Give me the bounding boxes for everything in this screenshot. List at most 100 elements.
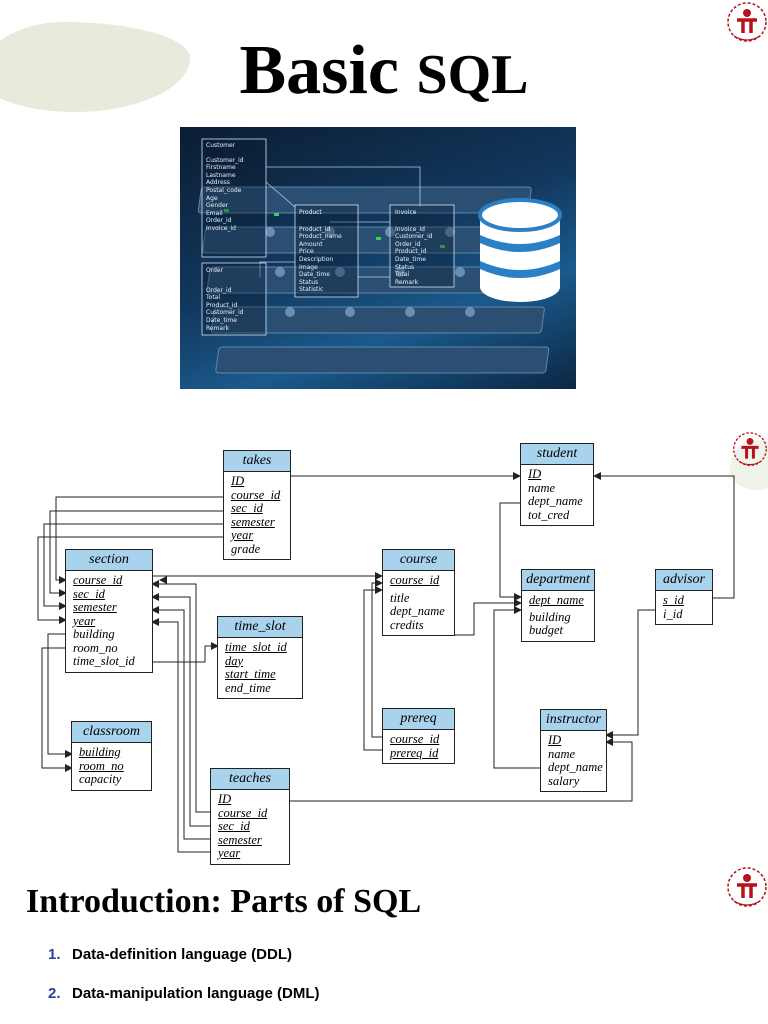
product-field: Price xyxy=(299,248,314,256)
invoice-field: Date_time xyxy=(395,255,426,263)
invoice-field: Invoice_id xyxy=(395,225,425,233)
entity-field: end_time xyxy=(225,680,271,695)
entity-department: department dept_name building budget xyxy=(521,569,595,642)
entity-field: tot_cred xyxy=(528,507,570,522)
customer-field: Order_id xyxy=(206,217,232,225)
product-field: Statistic xyxy=(299,286,324,294)
list-number: 2. xyxy=(48,985,61,1002)
entity-advisor: advisor s_id i_id xyxy=(655,569,713,625)
product-title: Product xyxy=(299,209,322,216)
entity-field: capacity xyxy=(79,772,122,786)
order-field: Total xyxy=(206,294,221,302)
entity-title: section xyxy=(66,550,152,571)
entity-field: semester xyxy=(231,514,275,529)
entity-prereq: prereq course_id prereq_id xyxy=(382,708,455,764)
entity-field: building xyxy=(73,627,115,641)
entity-field: year xyxy=(231,528,254,542)
entity-field: name xyxy=(548,746,576,761)
entity-field: room_no xyxy=(73,640,118,655)
entity-student: student ID name dept_name tot_cred xyxy=(520,443,594,526)
entity-field: course_id xyxy=(218,805,268,820)
page-title: Basic SQL xyxy=(0,28,768,118)
entity-time-slot: time_slot time_slot_id day start_time en… xyxy=(217,616,303,699)
order-field: Remark xyxy=(206,324,230,332)
list-text: Data-definition language (DDL) xyxy=(72,946,292,963)
database-illustration: Customer Customer_id Firstname Lastname … xyxy=(180,127,576,389)
entity-field: day xyxy=(225,653,244,668)
invoice-field: Product_id xyxy=(395,248,427,256)
invoice-field: Status xyxy=(395,263,415,271)
entity-field: salary xyxy=(548,773,580,788)
entity-field: course_id xyxy=(231,487,281,502)
customer-field: Lastname xyxy=(206,171,236,179)
product-field: Image xyxy=(299,263,318,271)
entity-field: time_slot_id xyxy=(225,640,287,654)
entity-field: building xyxy=(79,745,121,759)
invoice-field: Customer_id xyxy=(395,233,433,241)
list-number: 1. xyxy=(48,946,61,963)
entity-field: i_id xyxy=(663,606,683,621)
entity-field: year xyxy=(218,846,241,860)
entity-field: ID xyxy=(548,733,562,747)
product-field: Status xyxy=(299,278,319,286)
entity-field: ID xyxy=(218,792,232,806)
entity-title: course xyxy=(383,550,454,571)
customer-field: Postal_code xyxy=(206,186,242,194)
order-table-label: Order Order_id Total Product_id Customer… xyxy=(206,267,244,332)
entity-field: prereq_id xyxy=(390,745,439,760)
entity-field: title xyxy=(390,590,410,605)
invoice-field: Total xyxy=(395,271,410,279)
entity-field: dept_name xyxy=(390,604,445,618)
entity-title: classroom xyxy=(72,722,151,743)
entity-instructor: instructor ID name dept_name salary xyxy=(540,709,607,792)
entity-title: teaches xyxy=(211,769,289,790)
invoice-field: Order_id xyxy=(395,240,421,248)
entity-course: course course_id title dept_name credits xyxy=(382,549,455,636)
entity-takes: takes ID course_id sec_id semester year … xyxy=(223,450,291,560)
customer-field: Age xyxy=(206,194,218,202)
entity-title: time_slot xyxy=(218,617,302,638)
schema-diagram-connectors xyxy=(37,472,735,853)
entity-field: sec_id xyxy=(218,819,250,833)
invoice-table-label: Invoice Invoice_id Customer_id Order_id … xyxy=(395,209,433,286)
product-field: Amount xyxy=(299,240,323,248)
invoice-field: Remark xyxy=(395,278,419,286)
order-field: Customer_id xyxy=(206,309,244,317)
entity-field: name xyxy=(528,480,556,495)
entity-field: room_no xyxy=(79,758,124,773)
server-rack-graphic xyxy=(197,138,562,374)
customer-field: Gender xyxy=(206,202,229,210)
customer-table-label: Customer Customer_id Firstname Lastname … xyxy=(206,142,244,233)
entity-field: budget xyxy=(529,623,564,637)
order-field: Order_id xyxy=(206,286,232,294)
entity-field: dept_name xyxy=(529,593,584,607)
entity-classroom: classroom building room_no capacity xyxy=(71,721,152,791)
entity-title: prereq xyxy=(383,709,454,730)
product-field: Product_id xyxy=(299,225,331,233)
customer-field: Email xyxy=(206,209,223,217)
entity-field: dept_name xyxy=(548,760,603,774)
entity-field: time_slot_id xyxy=(73,654,135,668)
institute-logo-icon xyxy=(727,2,767,42)
entity-field: semester xyxy=(218,832,262,847)
entity-field: credits xyxy=(390,617,424,632)
entity-field: ID xyxy=(231,474,245,488)
product-field: Description xyxy=(299,255,334,263)
entity-field: ID xyxy=(528,467,542,481)
product-table-label: Product Product_id Product_name Amount P… xyxy=(299,209,342,294)
section-heading: Introduction: Parts of SQL xyxy=(26,883,422,920)
customer-field: Invoice_id xyxy=(206,224,236,232)
entity-field: sec_id xyxy=(73,586,105,601)
product-field: Date_time xyxy=(299,271,330,279)
customer-field: Address xyxy=(206,179,230,187)
order-title: Order xyxy=(206,267,224,274)
product-field: Product_name xyxy=(299,233,342,241)
entity-title: department xyxy=(522,570,594,591)
entity-field: dept_name xyxy=(528,494,583,508)
list-item: 1. Data-definition language (DDL) xyxy=(48,946,292,963)
entity-teaches: teaches ID course_id sec_id semester yea… xyxy=(210,768,290,865)
entity-field: course_id xyxy=(390,732,440,746)
order-field: Product_id xyxy=(206,301,238,309)
order-field: Date_time xyxy=(206,316,237,324)
entity-field: building xyxy=(529,609,571,624)
